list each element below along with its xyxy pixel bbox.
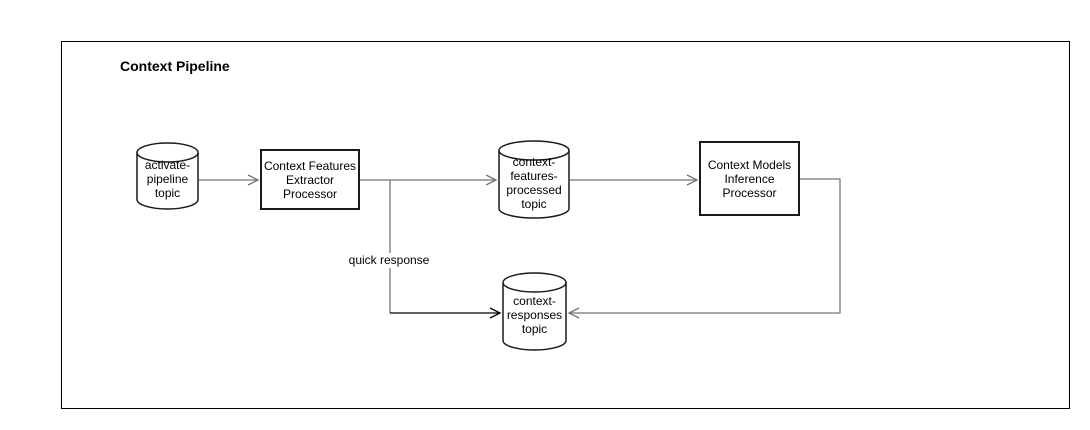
cylinder-shape xyxy=(136,142,199,210)
edge-inference-to-responses-topic[interactable] xyxy=(567,178,841,319)
diagram-title: Context Pipeline xyxy=(120,58,230,74)
node-context-responses-topic[interactable]: context- responses topic xyxy=(502,272,567,351)
node-activate-pipeline-topic[interactable]: activate- pipeline topic xyxy=(136,142,199,210)
node-label: Context Features Extractor Processor xyxy=(263,158,357,201)
node-context-models-inference-processor[interactable]: Context Models Inference Processor xyxy=(699,141,800,216)
node-label: activate- pipeline topic xyxy=(144,158,191,200)
edge-label-quick-response: quick response xyxy=(339,253,439,268)
cylinder-shape xyxy=(498,140,570,219)
node-label: Context Models Inference Processor xyxy=(707,157,792,200)
cylinder-shape xyxy=(502,272,567,351)
node-label: context- features- processed topic xyxy=(506,154,562,211)
node-context-features-processed-topic[interactable]: context- features- processed topic xyxy=(498,140,570,219)
diagram-frame xyxy=(61,41,1070,409)
node-label: context- responses topic xyxy=(506,293,563,336)
node-context-features-extractor-processor[interactable]: Context Features Extractor Processor xyxy=(260,149,360,210)
